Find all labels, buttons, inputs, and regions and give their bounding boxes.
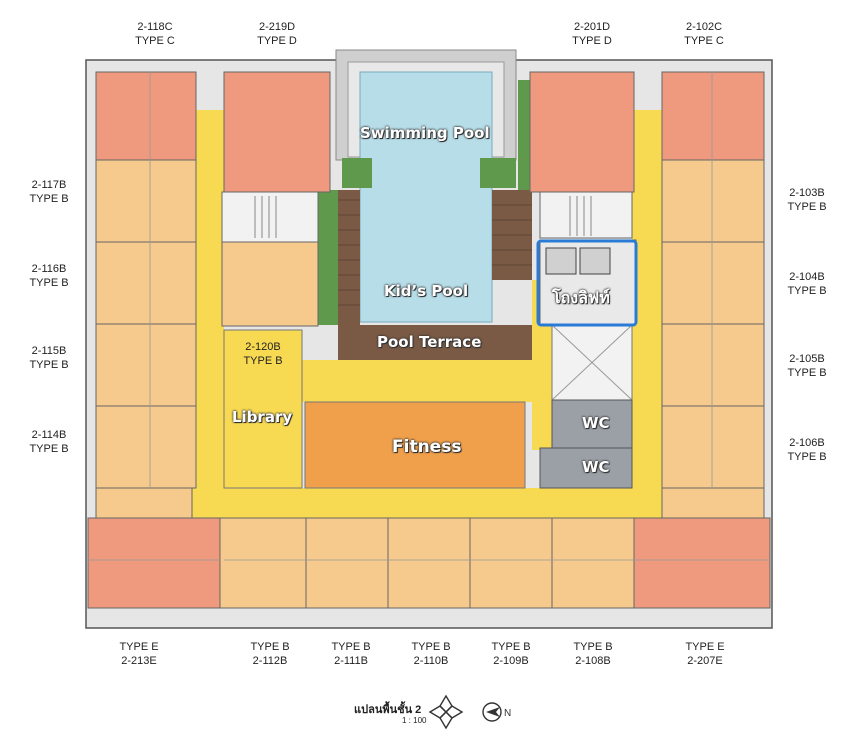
unit-type: TYPE B [243,355,283,367]
unit-type: TYPE B [573,641,613,653]
unit-2-108b-label: TYPE B 2-108B [558,640,628,668]
unit-id: 2-108B [575,655,611,667]
fitness-label: Fitness [392,437,462,457]
unit-id: 2-120B [245,341,281,353]
unit-id: 2-115B [31,345,67,357]
unit-type: TYPE B [29,193,69,205]
unit-type: TYPE B [29,443,69,455]
north-arrow-icon: N [482,702,511,722]
unit-2-102c-label: 2-102C TYPE C [669,20,739,48]
unit-type: TYPE B [787,451,827,463]
unit-2-118c-label: 2-118C TYPE C [120,20,190,48]
unit-2-207e-label: TYPE E 2-207E [670,640,740,668]
unit-id: 2-201D [573,21,611,33]
unit-2-104b-label: 2-104B TYPE B [772,270,842,298]
pool-terrace-label: Pool Terrace [377,333,482,351]
unit-id: 2-114B [31,429,67,441]
lift-lobby-label: โถงลิฟท์ [552,288,610,307]
unit-2-103b-label: 2-103B TYPE B [772,186,842,214]
unit-2-114b-label: 2-114B TYPE B [14,428,84,456]
unit-2-117b-label: 2-117B TYPE B [14,178,84,206]
unit-type: TYPE B [29,277,69,289]
unit-id: 2-103B [789,187,825,199]
plan-title: แปลนพื้นชั้น 2 [354,704,422,716]
unit-type: TYPE B [491,641,531,653]
unit-id: 2-110B [413,655,449,667]
unit-type: TYPE D [257,35,297,47]
unit-2-111b-label: TYPE B 2-111B [316,640,386,668]
plan-scale: 1 : 100 [402,716,427,725]
unit-2-219d-label: 2-219D TYPE D [242,20,312,48]
unit-type: TYPE B [331,641,371,653]
kids-pool-label: Kid’s Pool [384,282,469,300]
unit-2-213e-label: TYPE E 2-213E [104,640,174,668]
unit-2-106b-label: 2-106B TYPE B [772,436,842,464]
unit-id: 2-117B [31,179,67,191]
wc-upper-label: WC [582,414,610,432]
unit-2-201d-label: 2-201D TYPE D [557,20,627,48]
unit-id: 2-112B [252,655,288,667]
unit-type: TYPE C [135,35,175,47]
unit-type: TYPE B [787,201,827,213]
unit-id: 2-106B [789,437,825,449]
unit-type: TYPE E [685,641,725,653]
unit-2-115b-label: 2-115B TYPE B [14,344,84,372]
unit-2-109b-label: TYPE B 2-109B [476,640,546,668]
unit-type: TYPE B [787,367,827,379]
unit-id: 2-207E [687,655,723,667]
swimming-pool-label: Swimming Pool [360,124,490,142]
library-label: Library [232,408,293,426]
unit-type: TYPE B [411,641,451,653]
unit-id: 2-105B [789,353,825,365]
svg-text:N: N [504,708,511,719]
unit-2-110b-label: TYPE B 2-110B [396,640,466,668]
unit-type: TYPE C [684,35,724,47]
unit-id: 2-109B [493,655,529,667]
unit-type: TYPE B [250,641,290,653]
unit-id: 2-118C [137,21,173,33]
unit-2-120b-label: 2-120B TYPE B [228,340,298,368]
unit-type: TYPE D [572,35,612,47]
unit-id: 2-111B [334,655,368,667]
unit-id: 2-213E [121,655,157,667]
unit-type: TYPE B [787,285,827,297]
unit-id: 2-104B [789,271,825,283]
compass-rose-icon [428,694,464,730]
unit-id: 2-116B [31,263,67,275]
unit-2-105b-label: 2-105B TYPE B [772,352,842,380]
unit-2-116b-label: 2-116B TYPE B [14,262,84,290]
unit-2-112b-label: TYPE B 2-112B [235,640,305,668]
unit-id: 2-219D [258,21,296,33]
unit-type: TYPE E [119,641,159,653]
wc-lower-label: WC [582,458,610,476]
unit-type: TYPE B [29,359,69,371]
unit-id: 2-102C [685,21,723,33]
